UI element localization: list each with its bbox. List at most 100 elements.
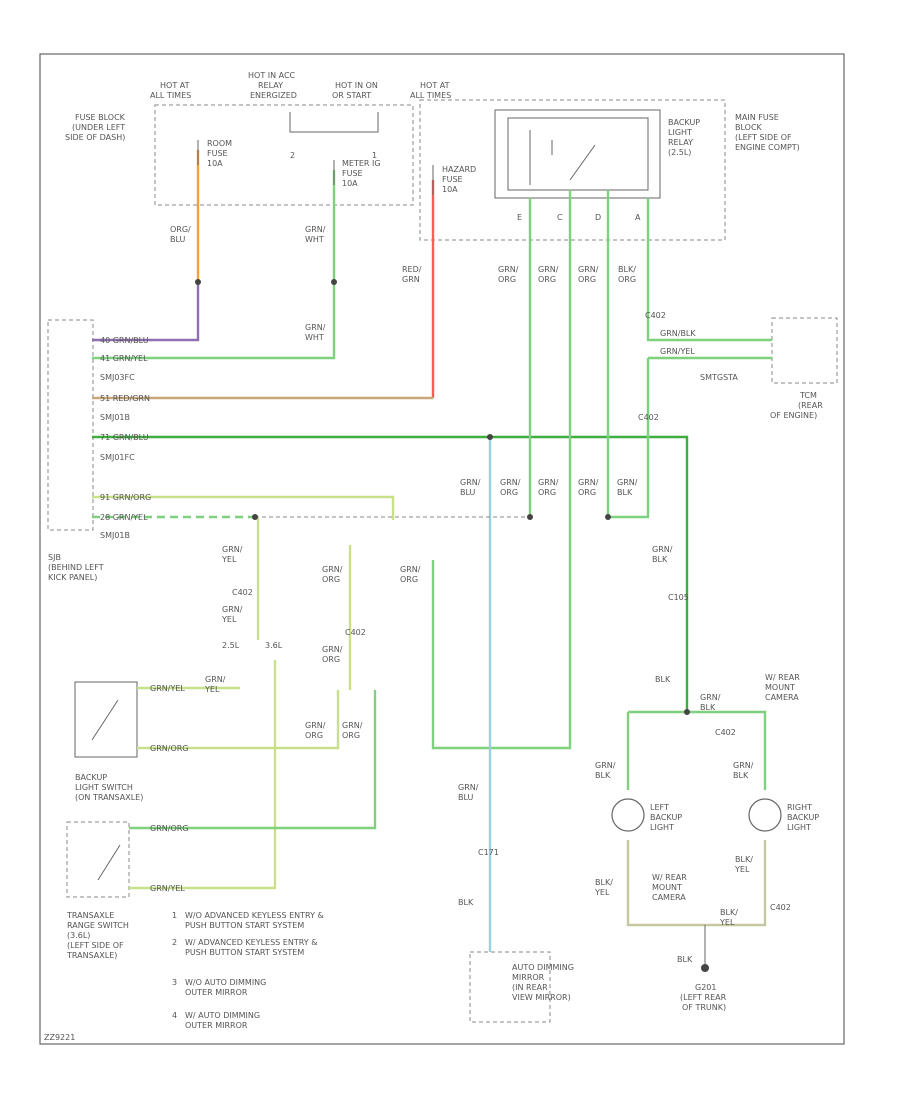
- label-room-fuse-a: ROOM: [207, 139, 232, 148]
- range-switch-label: RANGE SWITCH: [67, 921, 129, 930]
- legend-text: PUSH BUTTON START SYSTEM: [185, 948, 304, 957]
- legend-text: W/ ADVANCED KEYLESS ENTRY &: [185, 938, 317, 947]
- label-meter-fuse-a: METER IG: [342, 159, 381, 168]
- sjb-conn: SMJ01B: [100, 413, 130, 422]
- left-backup-light-icon: [611, 798, 645, 832]
- wire-label: ORG: [500, 488, 518, 497]
- mirror-label: MIRROR: [512, 973, 545, 982]
- label-fuse-block-b: (UNDER LEFT: [72, 123, 125, 132]
- mirror-box: [469, 951, 551, 1023]
- wire-label: GRN/: [322, 565, 343, 574]
- relay-box: [494, 109, 661, 199]
- mirror-label: VIEW MIRROR): [512, 993, 571, 1002]
- switch-wire-label: GRN/ORG: [150, 744, 189, 753]
- main-fuse-block-box: [419, 99, 726, 241]
- label-relay-pin-c: C: [557, 213, 563, 222]
- wire-label: BLK/: [735, 855, 753, 864]
- camera-note: W/ REAR: [652, 873, 687, 882]
- wire-label: GRN/: [400, 565, 421, 574]
- mirror-label: AUTO DIMMING: [512, 963, 574, 972]
- label-meter-fuse-b: FUSE: [342, 169, 363, 178]
- wire-label: ORG: [578, 275, 596, 284]
- label-relay-c: RELAY: [668, 138, 693, 147]
- switch-note: 2.5L: [222, 641, 240, 650]
- range-switch-label: (3.6L): [67, 931, 90, 940]
- wire-label: WHT: [305, 333, 324, 342]
- connector-label: C402: [770, 903, 791, 912]
- ground-dot: [701, 964, 709, 972]
- ground-label: (LEFT REAR: [680, 993, 727, 1002]
- label-main-fuse-a: MAIN FUSE: [735, 113, 779, 122]
- relay-inner: [507, 117, 649, 191]
- light-label: BACKUP: [650, 813, 682, 822]
- wire-label: YEL: [719, 918, 735, 927]
- sjb-pin: 28 GRN/YEL: [100, 513, 148, 522]
- wire-label: ORG: [618, 275, 636, 284]
- label-pin-2: 2: [290, 151, 295, 160]
- wire-label: BLK/: [720, 908, 738, 917]
- sjb-box: [47, 319, 94, 531]
- wire-blk-org-a: [646, 198, 772, 342]
- wire-rear-splice: [628, 710, 767, 790]
- label-hot-on-a: HOT IN ON: [335, 81, 378, 90]
- wire-label: GRN/: [578, 478, 599, 487]
- tcm-label: OF ENGINE): [770, 411, 817, 420]
- wire-label: GRN/: [595, 761, 616, 770]
- label-hot-all-1a: HOT AT: [160, 81, 190, 90]
- wire-label: GRN/: [305, 323, 326, 332]
- label-fuse-block-c: SIDE OF DASH): [65, 133, 125, 142]
- wire-label: BLK: [595, 771, 611, 780]
- wire-label: YEL: [221, 615, 237, 624]
- wire-label: YEL: [204, 685, 220, 694]
- range-switch-label: (LEFT SIDE OF: [67, 941, 124, 950]
- wire-label: YEL: [734, 865, 750, 874]
- wire-label: GRN/: [342, 721, 363, 730]
- mirror-label: (IN REAR: [512, 983, 548, 992]
- tcm-label: TCM: [799, 391, 817, 400]
- switch-note: 3.6L: [265, 641, 283, 650]
- wire-grn-org-c: [431, 190, 572, 750]
- legend-text: PUSH BUTTON START SYSTEM: [185, 921, 304, 930]
- wire-ground-right: [705, 840, 767, 927]
- wire-label: ORG: [322, 575, 340, 584]
- camera-note: MOUNT: [652, 883, 682, 892]
- sjb-label: SJB: [48, 553, 61, 562]
- label-hot-on-b: OR START: [332, 91, 371, 100]
- acc-relay-bracket: [289, 112, 379, 133]
- backup-switch-box: [74, 681, 138, 758]
- legend-num: 4: [172, 1011, 177, 1020]
- connector-label: C105: [668, 593, 689, 602]
- fuse-icon: [197, 140, 434, 195]
- wire-label: BLU: [170, 235, 186, 244]
- wire-label: BLK/: [595, 878, 613, 887]
- camera-label: CAMERA: [765, 693, 799, 702]
- wire-label: ORG: [498, 275, 516, 284]
- right-labels: GRN/BLK GRN/YEL SMTGSTA TCM (REAR OF ENG…: [512, 329, 823, 1012]
- splice-dot: [605, 514, 611, 520]
- sjb-pin: 71 GRN/BLU: [100, 433, 149, 442]
- wire-label: GRN/: [222, 545, 243, 554]
- label-hot-all-2b: ALL TIMES: [410, 91, 451, 100]
- wire-label: BLK: [700, 703, 716, 712]
- wire-grn-yel-range: [129, 660, 277, 890]
- wire-grn-org-sw-b: [137, 690, 340, 750]
- wire-grn-blk-down: [608, 358, 650, 519]
- splice-dot: [331, 279, 337, 285]
- diagram-frame: [39, 53, 845, 1045]
- sjb-pin: 40 GRN/BLU: [100, 336, 149, 345]
- connector-label: C171: [478, 848, 499, 857]
- tcm-label: (REAR: [798, 401, 823, 410]
- wire-label: GRN/: [322, 645, 343, 654]
- connector-label: C402: [715, 728, 736, 737]
- wire-label: GRN: [402, 275, 420, 284]
- wire-label: GRN/: [538, 478, 559, 487]
- wire-label: BLK: [458, 898, 474, 907]
- wire-label: GRN/: [617, 478, 638, 487]
- range-switch-label: TRANSAXLE): [66, 951, 117, 960]
- legend-text: W/ AUTO DIMMING: [185, 1011, 260, 1020]
- wire-label: GRN/: [652, 545, 673, 554]
- wire-ground-left: [626, 840, 705, 927]
- label-pin-1: 1: [372, 151, 377, 160]
- wire-label: BLK: [733, 771, 749, 780]
- label-relay-pin-d: D: [595, 213, 601, 222]
